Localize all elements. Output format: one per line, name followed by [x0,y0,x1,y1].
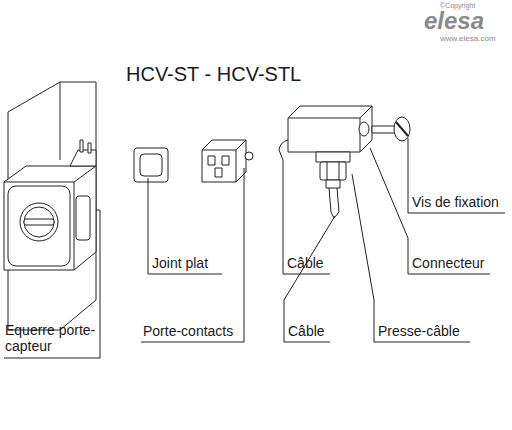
sensor-face [8,186,70,266]
watermark-logo: elesa [424,8,484,34]
sensor-block [4,166,96,270]
screw-head [394,117,410,141]
part-label: Equerre porte-capteur [5,322,98,354]
part-label: Câble [288,323,325,339]
contact [215,168,222,177]
leader-line [4,210,100,358]
screw-slot [24,219,54,225]
leader-line [141,168,244,342]
cable-wire [279,140,288,150]
pin [88,143,91,153]
cable-end [331,212,339,218]
leader-lines [4,138,505,358]
contact [222,156,229,165]
watermark: www.elesa.com [440,34,496,44]
nut-flat [339,162,340,180]
leader-line [370,148,490,274]
sensor-edge [74,182,75,270]
screw-head [24,207,54,237]
cable-sheath [329,188,339,212]
contact-screw [245,152,253,160]
part-label: Joint plat [152,255,208,271]
pin [80,140,83,152]
gland-nut [320,162,346,180]
gasket-hole [140,154,162,176]
part-label: Connecteur [412,255,484,271]
part-label: Porte-contacts [143,323,233,339]
bracket-plate [8,82,96,330]
part-label: Presse-câble [378,323,460,339]
holder-edge [202,140,246,150]
connector-housing [288,106,372,152]
nut-flat [327,162,328,180]
screw-hole [359,122,369,136]
bracket-edge [60,82,61,160]
flat-gasket [134,148,168,182]
leader-line [284,216,335,342]
part-label: Câble [287,255,324,271]
housing-edge [288,106,372,118]
gland-seal [326,180,340,188]
screw-slot [396,122,408,136]
housing-edge [360,118,361,152]
screw-head [20,203,58,241]
title: HCV-ST - HCV-STL [126,62,301,86]
contact-holder [202,140,246,182]
leader-line [279,150,330,274]
holder-edge [236,150,237,182]
leader-line [148,178,222,274]
contact [208,156,215,165]
part-label: Vis de fixation [412,194,499,210]
leader-line [408,138,505,213]
gland-ring [316,152,350,162]
side-boss [76,196,90,240]
sensor-edge [4,166,96,182]
